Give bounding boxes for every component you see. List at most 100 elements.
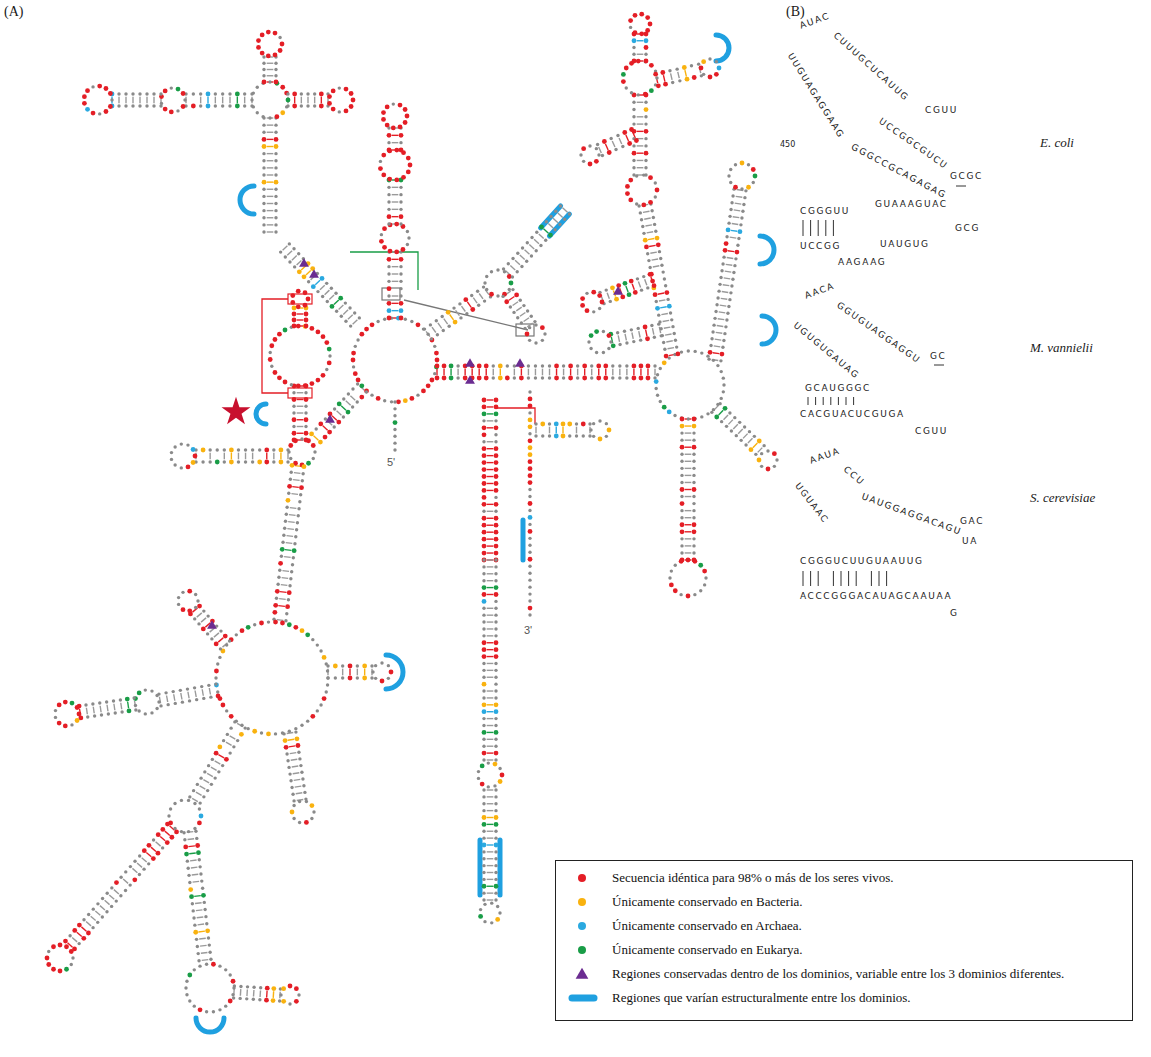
base-pair [196, 792, 202, 795]
base-pair [392, 295, 399, 296]
nucleotide-dot [399, 186, 402, 189]
nucleotide-dot [494, 516, 499, 521]
nucleotide-dot [353, 371, 358, 376]
nucleotide-dot [436, 333, 439, 336]
base-pair [539, 234, 544, 238]
nucleotide-dot [297, 993, 300, 996]
nucleotide-dot [668, 69, 671, 72]
nucleotide-dot [319, 649, 322, 652]
base-pair [487, 628, 494, 629]
nucleotide-dot [134, 704, 137, 707]
nucleotide-dot [214, 682, 217, 685]
nucleotide-dot [142, 848, 147, 853]
base-pair [100, 906, 105, 910]
nucleotide-dot [320, 276, 325, 281]
nucleotide-dot [540, 325, 545, 330]
nucleotide-dot [91, 702, 94, 705]
nucleotide-dot [370, 676, 373, 679]
nucleotide-dot [494, 758, 497, 761]
nucleotide-dot [47, 950, 50, 953]
nucleotide-dot [664, 284, 667, 287]
base-pair [743, 434, 748, 439]
nucleotide-dot [700, 351, 703, 354]
nucleotide-dot [277, 332, 282, 337]
nucleotide-dot [494, 510, 497, 513]
nucleotide-dot [342, 415, 345, 418]
nucleotide-dot [256, 86, 259, 89]
nucleotide-dot [294, 727, 297, 730]
base-pair [267, 196, 274, 197]
nucleotide-dot [603, 364, 608, 369]
nucleotide-dot [605, 422, 608, 425]
base-pair [637, 145, 644, 146]
nucleotide-dot [285, 752, 288, 755]
nucleotide-dot [700, 415, 703, 418]
nucleotide-dot [494, 871, 497, 874]
nucleotide-dot [394, 222, 399, 227]
nucleotide-dot [228, 104, 231, 107]
nucleotide-dot [399, 141, 402, 144]
nucleotide-dot [399, 208, 402, 211]
nucleotide-dot [302, 784, 305, 787]
nucleotide-dot [594, 329, 599, 334]
nucleotide-dot [124, 104, 127, 107]
nucleotide-dot [482, 891, 485, 894]
nucleotide-dot [498, 376, 503, 381]
nucleotide-dot [687, 349, 690, 352]
nucleotide-dot [512, 311, 515, 314]
nucleotide-dot [494, 502, 499, 507]
base-pair [736, 196, 743, 198]
nucleotide-dot [482, 432, 487, 437]
base-pair [685, 447, 692, 448]
nucleotide-dot [528, 529, 533, 534]
base-pair [314, 436, 319, 440]
base-pair [652, 328, 653, 334]
base-pair [281, 584, 288, 586]
nucleotide-dot [279, 250, 282, 253]
base-pair [203, 780, 209, 783]
base-pair [678, 72, 679, 78]
nucleotide-dot [494, 440, 497, 443]
base-pair [450, 369, 451, 376]
nucleotide-dot [193, 930, 198, 935]
base-pair [619, 138, 622, 144]
nucleotide-dot [494, 850, 497, 853]
nucleotide-dot [211, 962, 216, 967]
nucleotide-dot [301, 777, 304, 780]
nucleotide-dot [637, 93, 640, 96]
nucleotide-dot [482, 572, 485, 575]
base-pair [663, 320, 669, 321]
nucleotide-dot [562, 376, 565, 379]
nucleotide-dot [221, 92, 224, 95]
nucleotide-dot [191, 902, 194, 905]
nucleotide-dot [274, 195, 277, 198]
base-pair [487, 656, 494, 657]
nucleotide-dot [632, 159, 635, 162]
base-pair [267, 231, 274, 232]
base-pair [487, 879, 494, 880]
nucleotide-dot [183, 838, 186, 841]
nucleotide-dot [387, 148, 392, 153]
base-pair [456, 310, 460, 315]
nucleotide-dot [654, 181, 657, 184]
nucleotide-dot [494, 682, 497, 685]
base-pair [487, 803, 494, 804]
base-pair [287, 528, 294, 530]
nucleotide-dot [383, 399, 386, 402]
base-pair [292, 486, 299, 488]
base-pair [653, 266, 659, 267]
nucleotide-dot [173, 445, 176, 448]
nucleotide-dot [198, 801, 201, 804]
nucleotide-dot [333, 664, 338, 669]
nucleotide-dot [279, 993, 282, 996]
base-pair [478, 369, 479, 376]
base-pair [167, 695, 168, 702]
nucleotide-dot [576, 364, 579, 367]
nucleotide-dot [421, 389, 426, 394]
nucleotide-dot [655, 236, 660, 241]
nucleotide-dot [192, 909, 195, 912]
nucleotide-dot [708, 57, 711, 60]
nucleotide-dot [290, 786, 293, 789]
base-pair [632, 284, 634, 290]
nucleotide-dot [258, 448, 261, 451]
